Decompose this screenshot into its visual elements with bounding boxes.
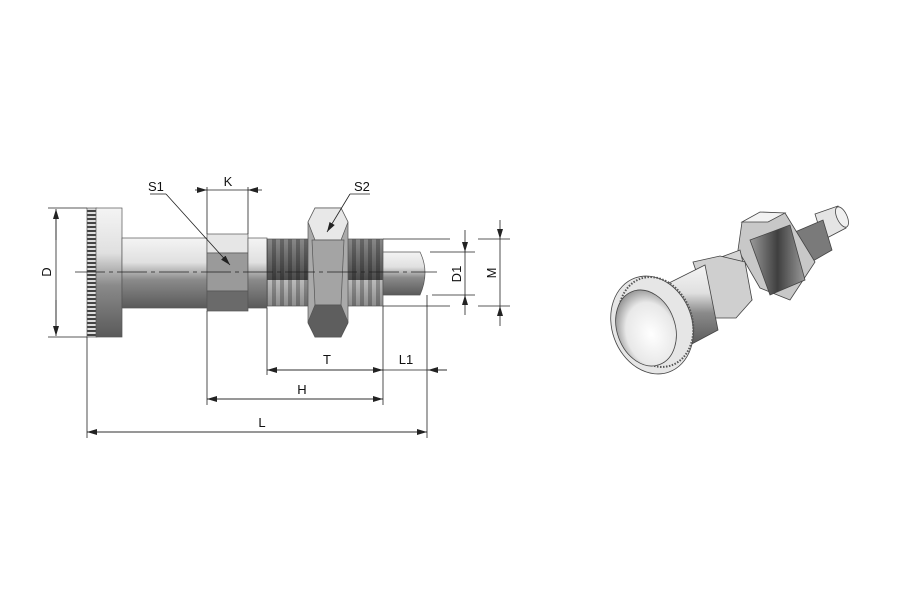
hex-s1 [206,233,249,312]
label-k: K [224,174,233,189]
dimension-labels: D S1 K S2 D1 M T L1 H L [39,174,499,430]
label-t: T [323,352,331,367]
label-h: H [297,382,306,397]
dimensions [48,187,510,438]
pin [382,251,426,296]
knob-knurl [86,207,98,338]
side-view [75,207,437,338]
knob-body [95,207,123,338]
nut-s2 [307,207,349,338]
collar [247,237,268,309]
label-d1: D1 [449,266,464,283]
label-l: L [258,415,265,430]
label-s2: S2 [354,179,370,194]
shaft [121,237,208,309]
label-s1: S1 [148,179,164,194]
label-m: M [484,268,499,279]
label-l1: L1 [399,352,413,367]
label-d: D [39,267,54,276]
isometric-view [610,205,849,375]
